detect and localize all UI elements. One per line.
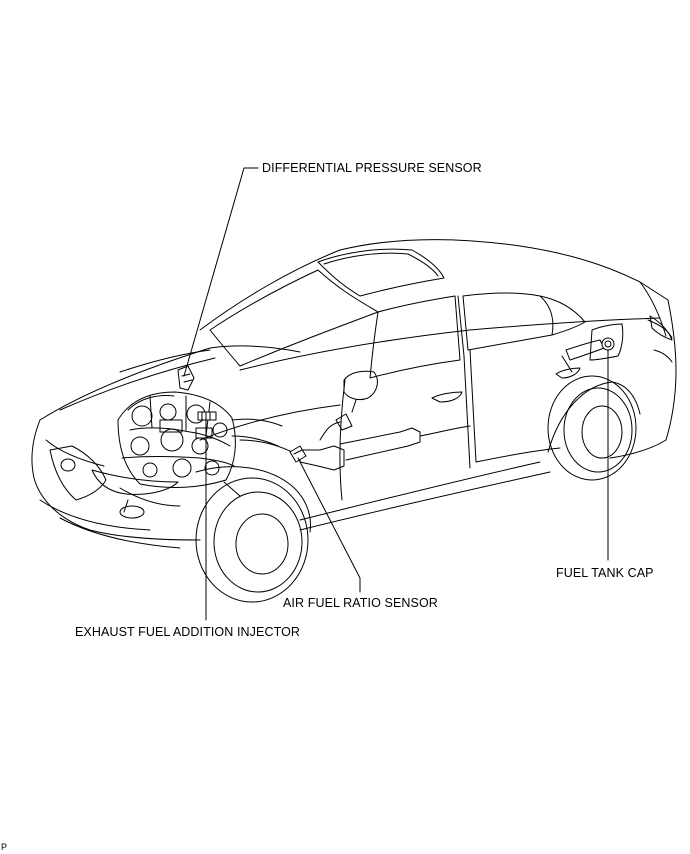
engine-assembly — [118, 366, 282, 512]
leader-line-air-fuel-ratio-sensor — [298, 458, 360, 592]
exhaust-fuel-addition-injector-label: EXHAUST FUEL ADDITION INJECTOR — [75, 625, 301, 639]
differential-pressure-sensor-label: DIFFERENTIAL PRESSURE SENSOR — [262, 161, 482, 175]
fuel-filler-assembly — [562, 338, 614, 372]
rear-wheel — [548, 376, 640, 480]
exhaust-system — [240, 414, 470, 470]
air-fuel-ratio-sensor-label: AIR FUEL RATIO SENSOR — [283, 596, 438, 610]
leader-lines — [184, 168, 608, 620]
fuel-tank-cap-label: FUEL TANK CAP — [556, 566, 654, 580]
figure-code: P — [1, 842, 8, 852]
car-body — [32, 240, 676, 548]
leader-line-differential-pressure-sensor — [184, 168, 258, 376]
front-wheel — [196, 467, 310, 602]
